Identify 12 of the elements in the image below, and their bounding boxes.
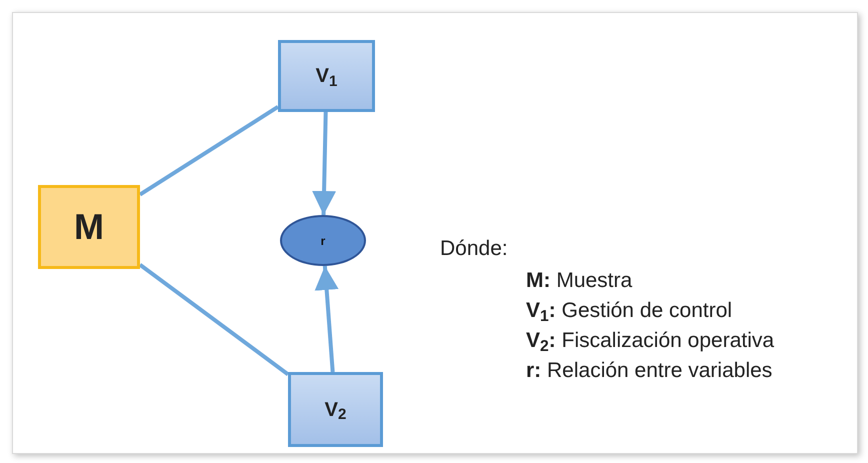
connector-line [138, 105, 280, 196]
variable-box: V$_{2}$ [288, 372, 383, 447]
sample-box: M [38, 185, 140, 269]
legend-entry: M: Muestra [526, 268, 634, 294]
legend-entry: V$_{2}$: Fiscalización operativa [526, 328, 774, 356]
connector-line [138, 263, 290, 376]
legend-entry: r: Relación entre variables [526, 358, 774, 384]
arrow [314, 266, 339, 372]
variable-box: V$_{1}$ [278, 40, 375, 112]
legend-heading: Dónde: [440, 236, 509, 262]
legend-entry: V$_{1}$: Gestión de control [526, 298, 734, 326]
arrow [312, 112, 336, 216]
